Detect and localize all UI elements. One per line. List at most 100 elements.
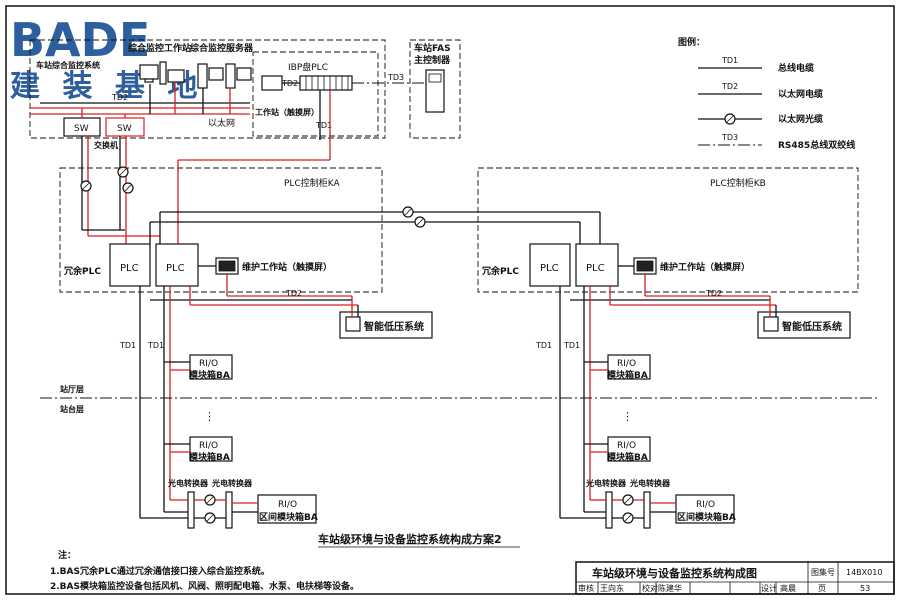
maint-ws-ka-label: 维护工作站（触摸屏） <box>242 261 332 273</box>
rio-ka-2 <box>189 436 233 462</box>
legend: 图例： TD1 总线电缆 TD2 以太网电缆 以太网光缆 TD3 RS485总线… <box>678 36 855 151</box>
fas-title-2: 主控制器 <box>414 54 451 66</box>
tunnel-rio-ka-label: RI/O <box>278 500 297 510</box>
tunnel-rio-ka-box: 区间模块箱BA <box>259 511 318 523</box>
level-hall-label: 站厅层 <box>60 384 84 394</box>
top-td2-label: TD2 <box>111 93 128 102</box>
fas-boundary <box>409 39 461 139</box>
legend-title: 图例： <box>678 36 705 48</box>
tunnel-rio-kb-box: 区间模块箱BA <box>677 511 736 523</box>
converter-kb-2 <box>643 491 651 529</box>
converter-kb-1 <box>605 491 613 529</box>
switch-1-label: SW <box>74 124 89 134</box>
fas-controller-device <box>425 69 445 113</box>
converter-kb-label-2: 光电转换器 <box>629 478 671 488</box>
integrated-monitoring-group: 车站综合监控系统 综合监控工作站 综合监控服务器 TD2 以太网 <box>29 39 386 150</box>
legend-desc-fiber: 以太网光缆 <box>778 113 823 125</box>
rio-ka-2-box: 模块箱BA <box>189 451 230 463</box>
converter-kb-label-1: 光电转换器 <box>585 478 627 488</box>
bade-logo: BADE 建 装 基 地 <box>10 13 197 104</box>
legend-code-td2: TD2 <box>721 82 738 91</box>
review-label: 审核 <box>578 583 594 593</box>
server-label: 综合监控服务器 <box>190 42 254 54</box>
integrated-monitoring-boundary <box>29 39 386 139</box>
plc-kb-1 <box>529 243 571 287</box>
level-platform-label: 站台层 <box>60 404 84 414</box>
title-block-frame <box>575 561 895 595</box>
workstation-computer-1 <box>139 61 167 85</box>
notes-line-2: 2.BAS模块箱监控设备包括风机、风阀、照明配电箱、水泵、电扶梯等设备。 <box>50 580 359 592</box>
converter-ka-2 <box>225 491 233 529</box>
rio-kb-dots: ⋮ <box>622 410 633 423</box>
ibp-td1-label: TD1 <box>315 121 332 130</box>
cabinet-kb-title: PLC控制柜KB <box>710 177 766 189</box>
design-label: 设计 <box>761 583 777 593</box>
diagram-caption: 车站级环境与设备监控系统构成方案2 <box>318 532 502 546</box>
tunnel-rio-ka <box>257 494 317 524</box>
rio-kb-1 <box>607 354 651 380</box>
ibp-plc-rack <box>299 75 353 91</box>
rio-kb-2-label: RI/O <box>617 441 636 451</box>
converter-ka-1 <box>187 491 195 529</box>
legend-desc-td1: 总线电缆 <box>778 62 814 74</box>
server-computer-1 <box>197 63 224 89</box>
notes-title: 注： <box>58 549 76 561</box>
plc-kb-1-label: PLC <box>540 263 559 274</box>
workstation-label: 综合监控工作站 <box>128 42 191 54</box>
switch-caption: 交换机 <box>94 140 118 150</box>
rio-ka-dots: ⋮ <box>204 410 215 423</box>
ibp-panel-group: IBP盘PLC TD2 工作站（触摸屏） TD1 <box>252 51 379 138</box>
fas-group: 车站FAS 主控制器 TD3 <box>352 39 461 139</box>
atlas-no-label: 图集号 <box>811 567 835 577</box>
ibp-title: IBP盘PLC <box>288 61 328 73</box>
legend-code-td1: TD1 <box>721 56 738 65</box>
cabinet-ka-title: PLC控制柜KA <box>284 177 340 189</box>
cabinet-ka-td1-b: TD1 <box>147 341 164 350</box>
plc-kb-2 <box>575 243 619 287</box>
cabinet-kb-redundant-label: 冗余PLC <box>481 265 519 277</box>
tunnel-rio-kb <box>675 494 735 524</box>
notes: 注： 1.BAS冗余PLC通过冗余通信接口接入综合监控系统。 2.BAS模块箱监… <box>50 549 359 592</box>
atlas-no-value: 14BX010 <box>846 568 882 577</box>
page-value: 53 <box>860 584 870 593</box>
page-label: 页 <box>818 584 826 593</box>
title-block: 车站级环境与设备监控系统构成图 图集号 14BX010 页 53 审核 王向东 … <box>575 561 895 595</box>
switch-2-label: SW <box>117 124 132 134</box>
plc-ka-2-label: PLC <box>166 263 185 274</box>
design-name: 高晨 <box>780 583 796 593</box>
tunnel-rio-kb-label: RI/O <box>696 500 715 510</box>
rio-ka-2-label: RI/O <box>199 441 218 451</box>
integrated-monitoring-title: 车站综合监控系统 <box>36 60 100 70</box>
cabinet-ka-td2-label: TD2 <box>285 289 302 298</box>
plc-ka-1-label: PLC <box>120 263 139 274</box>
lv-system-ka-label: 智能低压系统 <box>364 320 424 333</box>
cabinet-kb-td1-a: TD1 <box>535 341 552 350</box>
cabinet-kb: PLC控制柜KB 冗余PLC PLC PLC 维护工作站（触摸屏） TD2 智能… <box>477 167 859 529</box>
legend-desc-td3: RS485总线双绞线 <box>778 139 855 151</box>
rio-ka-1 <box>189 354 233 380</box>
check-label: 校对 <box>642 583 658 593</box>
ibp-boundary <box>252 51 379 137</box>
lv-system-kb-label: 智能低压系统 <box>782 320 842 333</box>
cabinet-ka-redundant-label: 冗余PLC <box>63 265 101 277</box>
legend-code-td3: TD3 <box>721 133 738 142</box>
notes-line-1: 1.BAS冗余PLC通过冗余通信接口接入综合监控系统。 <box>50 565 270 577</box>
converter-ka-label-2: 光电转换器 <box>211 478 253 488</box>
server-computer-2 <box>225 63 252 89</box>
plc-ka-1 <box>109 243 151 287</box>
rio-kb-2-box: 模块箱BA <box>607 451 648 463</box>
rio-kb-2 <box>607 436 651 462</box>
converter-ka-label-1: 光电转换器 <box>167 478 209 488</box>
check-name: 陈建华 <box>658 583 682 593</box>
ibp-workstation-label: 工作站（触摸屏） <box>255 107 319 117</box>
maint-ws-kb-label: 维护工作站（触摸屏） <box>660 261 750 273</box>
plc-kb-2-label: PLC <box>586 263 605 274</box>
cabinet-ka-boundary <box>59 167 383 293</box>
review-name: 王向东 <box>600 583 624 593</box>
fas-title-1: 车站FAS <box>414 42 451 54</box>
cabinet-kb-boundary <box>477 167 859 293</box>
plc-ka-2 <box>155 243 199 287</box>
cabinet-ka-td1-a: TD1 <box>119 341 136 350</box>
fas-td3-label: TD3 <box>387 73 404 82</box>
